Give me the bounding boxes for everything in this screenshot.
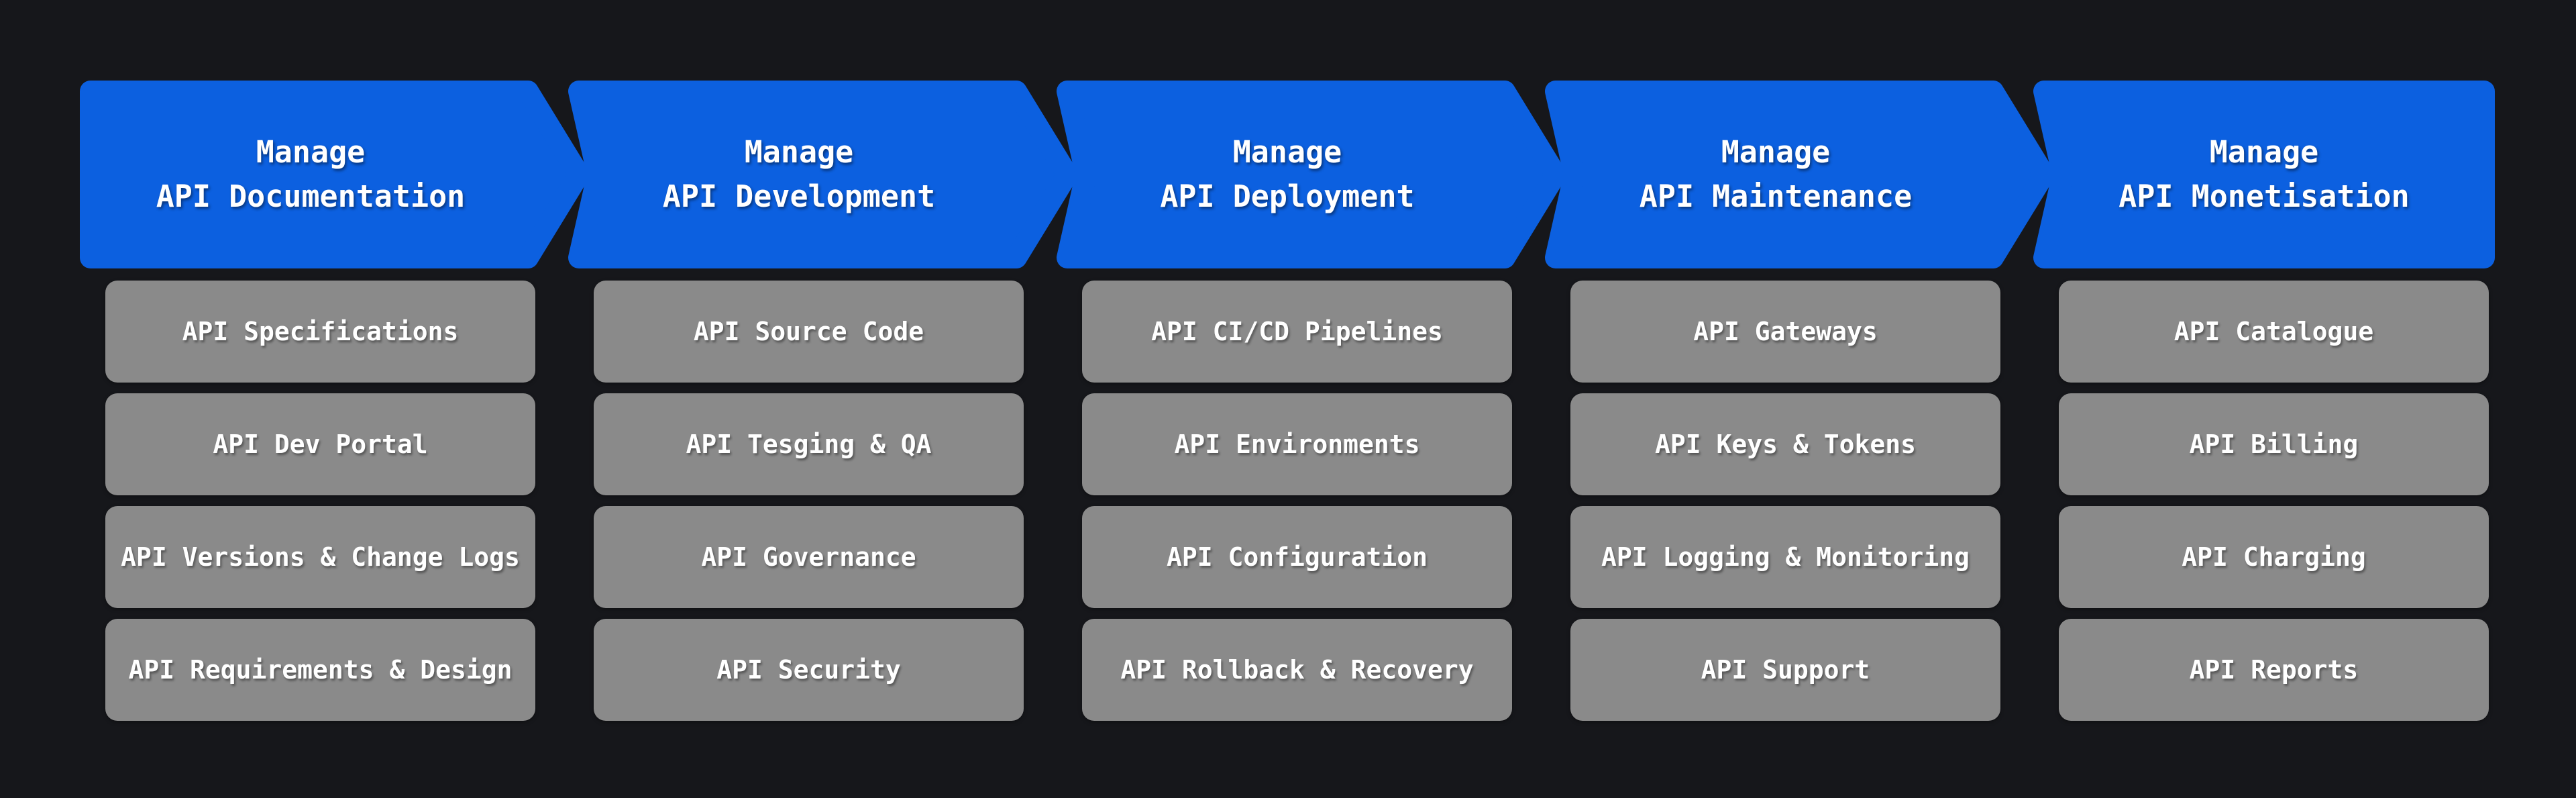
box-api-gateways: API Gateways: [1570, 281, 2000, 383]
header-title-monetisation: Manage API Monetisation: [2047, 81, 2481, 268]
header-title-deployment: Manage API Deployment: [1070, 81, 1505, 268]
header-line2: API Monetisation: [2118, 179, 2410, 214]
header-chevron-development: [568, 81, 1078, 268]
box-api-configuration: API Configuration: [1082, 506, 1512, 608]
chevron-shape: [1545, 81, 2055, 268]
box-api-charging: API Charging: [2059, 506, 2489, 608]
header-chevron-deployment: [1057, 81, 1566, 268]
header-chevron-monetisation: [2033, 81, 2495, 268]
header-line1: Manage: [1232, 134, 1342, 170]
box-api-source-code: API Source Code: [594, 281, 1024, 383]
header-line1: Manage: [1721, 134, 1831, 170]
header-line2: API Development: [662, 179, 936, 214]
box-api-billing: API Billing: [2059, 393, 2489, 495]
column-documentation-items: API Specifications API Dev Portal API Ve…: [105, 281, 535, 721]
header-line2: API Maintenance: [1639, 179, 1913, 214]
box-api-logging-monitoring: API Logging & Monitoring: [1570, 506, 2000, 608]
box-api-governance: API Governance: [594, 506, 1024, 608]
column-monetisation-items: API Catalogue API Billing API Charging A…: [2059, 281, 2489, 721]
header-chevron-documentation: [80, 81, 590, 268]
box-api-keys-tokens: API Keys & Tokens: [1570, 393, 2000, 495]
box-api-catalogue: API Catalogue: [2059, 281, 2489, 383]
box-api-dev-portal: API Dev Portal: [105, 393, 535, 495]
box-api-environments: API Environments: [1082, 393, 1512, 495]
chevron-shape: [568, 81, 1078, 268]
box-api-rollback-recovery: API Rollback & Recovery: [1082, 619, 1512, 721]
header-title-maintenance: Manage API Maintenance: [1558, 81, 1993, 268]
header-line2: API Documentation: [156, 179, 466, 214]
header-line2: API Deployment: [1160, 179, 1415, 214]
column-deployment-items: API CI/CD Pipelines API Environments API…: [1082, 281, 1512, 721]
column-maintenance-items: API Gateways API Keys & Tokens API Loggi…: [1570, 281, 2000, 721]
column-development-items: API Source Code API Tesging & QA API Gov…: [594, 281, 1024, 721]
box-api-security: API Security: [594, 619, 1024, 721]
header-line1: Manage: [256, 134, 366, 170]
box-api-specifications: API Specifications: [105, 281, 535, 383]
chevron-shape: [2033, 81, 2495, 268]
header-title-documentation: Manage API Documentation: [93, 81, 528, 268]
chevron-shape: [80, 81, 590, 268]
header-chevron-maintenance: [1545, 81, 2055, 268]
chevron-shape: [1057, 81, 1566, 268]
box-api-reports: API Reports: [2059, 619, 2489, 721]
box-api-requirements-design: API Requirements & Design: [105, 619, 535, 721]
header-line1: Manage: [2209, 134, 2319, 170]
box-api-cicd-pipelines: API CI/CD Pipelines: [1082, 281, 1512, 383]
header-line1: Manage: [744, 134, 854, 170]
header-title-development: Manage API Development: [582, 81, 1016, 268]
box-api-testing-qa: API Tesging & QA: [594, 393, 1024, 495]
box-api-support: API Support: [1570, 619, 2000, 721]
box-api-versions-change-logs: API Versions & Change Logs: [105, 506, 535, 608]
